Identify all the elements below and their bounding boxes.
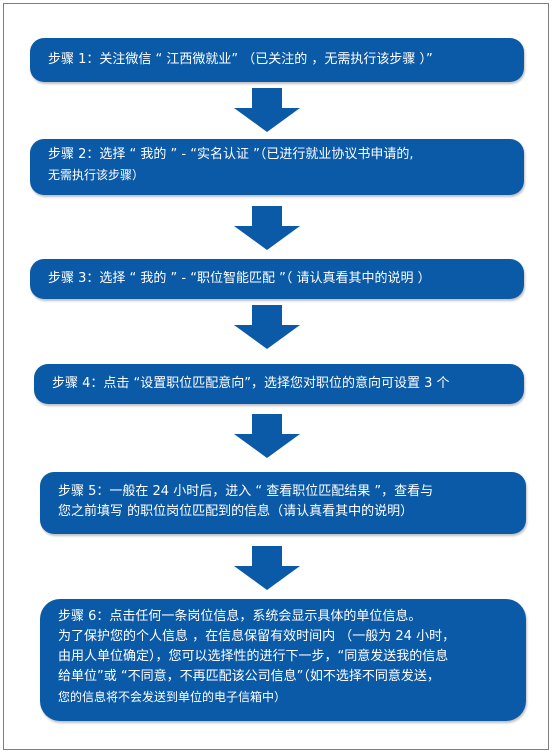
down-arrow-1-icon (232, 88, 302, 132)
step-1-box: 步骤 1：关注微信 “ 江西微就业” （已关注的 ，无需执行该步骤 ）” (30, 38, 524, 82)
step-6-text-line-1: 步骤 6：点击任何一条岗位信息，系统会显示具体的单位信息。 (58, 609, 422, 624)
step-6-text-line-3: 由用人单位确定），您可以选择性的进行下一步，“同意发送我的信息 (58, 649, 449, 664)
step-2-text-line-2: 无需执行该步骤） (48, 168, 145, 182)
step-6-box: 步骤 6：点击任何一条岗位信息，系统会显示具体的单位信息。 为了保护您的个人信息… (40, 599, 526, 721)
step-2-text-line-1: 步骤 2：选择 “ 我的 ” - “实名认证 ”（已进行就业协议书申请的, (48, 147, 414, 162)
step-3-text: 步骤 3：选择 “ 我的 ” - “职位智能匹配 ”（ 请认真看其中的说明 ） (48, 271, 431, 286)
step-5-text-line-1: 步骤 5：一般在 24 小时后，进入 “ 查看职位匹配结果 ”，查看与 (58, 484, 434, 499)
down-arrow-3-icon (232, 305, 302, 349)
down-arrow-4-icon (232, 414, 302, 458)
down-arrow-2-icon (232, 206, 302, 250)
step-4-text: 步骤 4：点击 “设置职位匹配意向”，选择您对职位的意向可设置 3 个 (52, 376, 450, 391)
step-6-text-line-5: 您的信息将不会发送到单位的电子信箱中） (58, 690, 287, 704)
step-3-box: 步骤 3：选择 “ 我的 ” - “职位智能匹配 ”（ 请认真看其中的说明 ） (30, 259, 524, 299)
step-2-box: 步骤 2：选择 “ 我的 ” - “实名认证 ”（已进行就业协议书申请的, 无需… (30, 139, 524, 195)
step-1-text: 步骤 1：关注微信 “ 江西微就业” （已关注的 ，无需执行该步骤 ）” (48, 52, 433, 67)
step-5-text-line-2: 您之前填写 的职位岗位匹配到的信息（请认真看其中的说明） (58, 504, 414, 519)
down-arrow-5-icon (232, 546, 302, 590)
step-4-box: 步骤 4：点击 “设置职位匹配意向”，选择您对职位的意向可设置 3 个 (34, 364, 524, 404)
step-5-box: 步骤 5：一般在 24 小时后，进入 “ 查看职位匹配结果 ”，查看与 您之前填… (40, 472, 526, 534)
step-6-text-line-2: 为了保护您的个人信息 ，在信息保留有效时间内 （一般为 24 小时， (58, 629, 456, 644)
step-6-text-line-4: 给单位”或 “不同意，不再匹配该公司信息”（如不选择不同意发送， (58, 669, 440, 684)
